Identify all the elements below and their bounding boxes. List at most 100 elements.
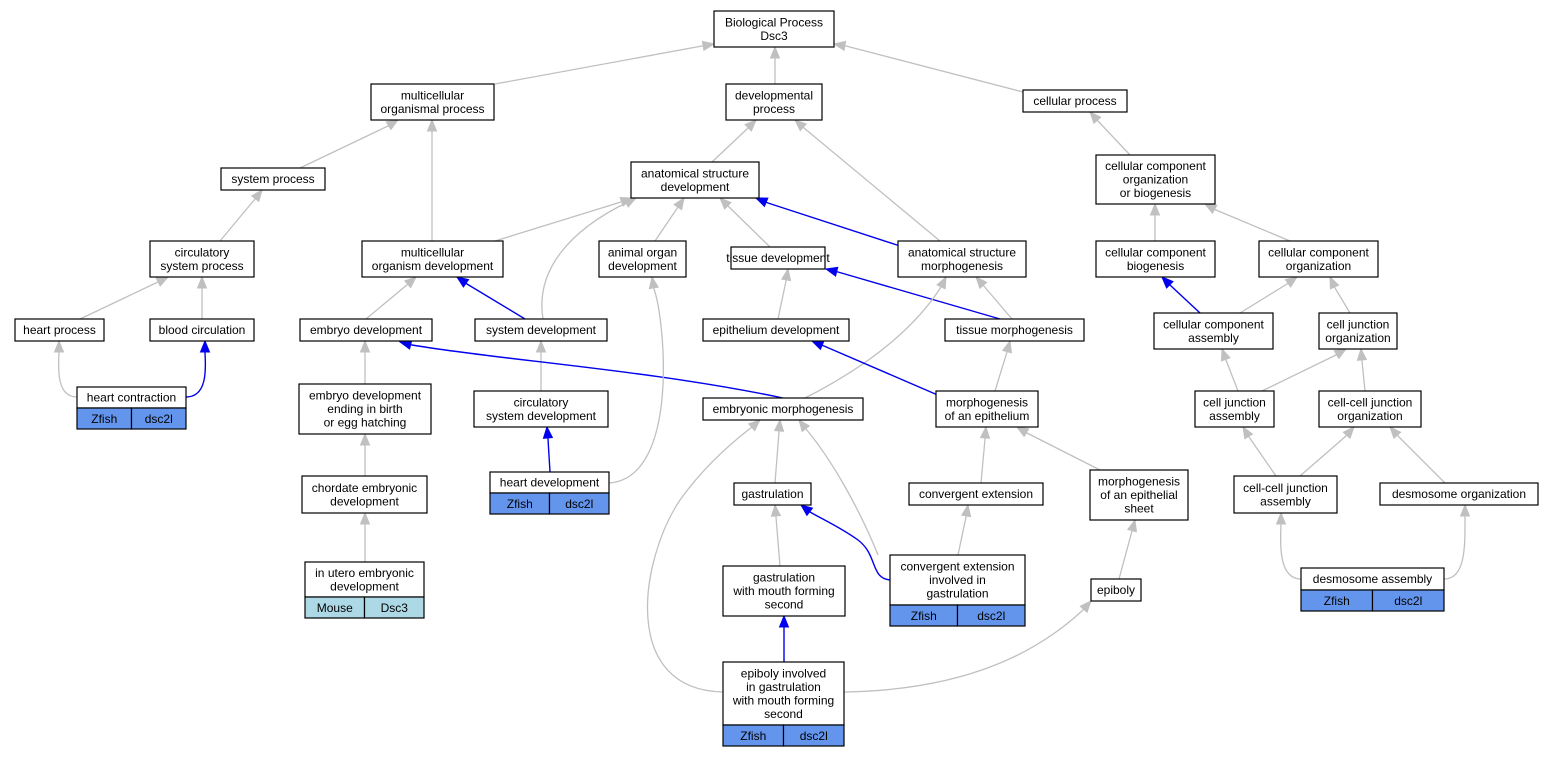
term-label-line: cellular component [1105,245,1206,259]
gene-label[interactable]: dsc2l [977,609,1005,623]
arrowhead-icon [648,275,660,290]
edge-line [541,197,637,320]
term-box [935,390,1039,428]
go-term-epiboly[interactable]: epiboly [1090,578,1142,602]
term-box [908,482,1044,506]
arrowhead-icon [960,503,972,518]
edge-heart_contraction-to-blood_circulation [185,339,211,398]
go-term-tissue-development[interactable]: tissue development [726,246,830,270]
term-box [733,482,812,506]
edge-circulatory_system_process-to-system_process [219,188,263,242]
go-term-desmosome-organization[interactable]: desmosome organization [1379,482,1539,506]
gene-label[interactable]: dsc2l [565,497,593,511]
go-term-cellular-process[interactable]: cellular process [1022,89,1128,113]
term-box [1090,578,1142,602]
term-label-line: second [765,598,804,612]
term-box [1258,240,1379,278]
edge-anatomical_structure_morphogenesis-to-developmental_process [794,119,941,242]
edge-cc_junction_organization-to-cell_junction_organization [1356,347,1368,392]
term-box [722,565,846,617]
edge-desmosome_assembly-to-desmosome_organization [1443,503,1471,580]
arrowhead-icon [403,276,417,289]
arrowhead-icon [747,419,761,432]
gene-cell [782,724,845,747]
go-term-gastrulation[interactable]: gastrulation [733,482,812,506]
gene-label[interactable]: dsc2l [800,729,828,743]
term-box [1095,154,1216,205]
go-term-convergent-extension[interactable]: convergent extension [908,482,1044,506]
term-label-line: circulatory [175,245,230,259]
arrowhead-icon [542,425,554,439]
species-label: Zfish [507,497,533,511]
go-term-embryo-development[interactable]: embryo development [299,318,433,342]
edge-system_development-to-multicellular_organism_development [455,276,526,320]
gene-label[interactable]: dsc2l [1394,594,1422,608]
term-label-line: organization [1337,409,1402,423]
edge-system_process-to-multicellular_organismal_process [299,119,400,169]
arrowhead-icon [155,276,170,287]
edge-cellular_process-to-root [832,40,1024,93]
go-term-system-process[interactable]: system process [220,167,326,191]
species-label: Zfish [911,609,937,623]
term-label-line: development [330,579,399,593]
term-label-line: of an epithelial [1100,488,1177,502]
term-label-line: system development [486,409,597,423]
term-box [1318,312,1398,350]
go-term-embryonic-morphogenesis[interactable]: embryonic morphogenesis [702,397,864,421]
arrowhead-icon [1284,276,1299,288]
arrowhead-icon [53,339,65,353]
edge-cc_assembly-to-cc_organization [1239,276,1299,314]
gene-label[interactable]: Dsc3 [381,601,409,615]
term-label-line: system development [486,323,597,337]
term-box [598,240,687,278]
gene-label[interactable]: dsc2l [145,412,173,426]
go-term-system-development[interactable]: system development [474,318,608,342]
go-term-heart-process[interactable]: heart process [14,318,105,342]
go-term-blood-circulation[interactable]: blood circulation [149,318,255,342]
go-term-tissue-morphogenesis[interactable]: tissue morphogenesis [944,318,1085,342]
go-term-epithelium-development[interactable]: epithelium development [702,318,850,342]
term-label-line: with mouth forming [732,693,834,707]
edge-line [1016,426,1101,471]
term-label-line: in utero embryonic [315,566,414,580]
term-label-line: organism development [372,259,494,273]
term-label-line: convergent extension [919,487,1033,501]
edge-line [646,419,761,693]
edge-cc_biogenesis-to-ccob [1149,202,1161,241]
edge-morphogenesis_epithelial_sheet-to-morphogenesis_epithelium [1015,426,1101,471]
arrowhead-icon [1342,426,1355,440]
edge-convergent_extension-to-morphogenesis_epithelium [979,425,991,484]
arrowhead-icon [199,339,211,353]
species-label: Mouse [317,601,353,615]
edge-line [1279,513,1302,580]
